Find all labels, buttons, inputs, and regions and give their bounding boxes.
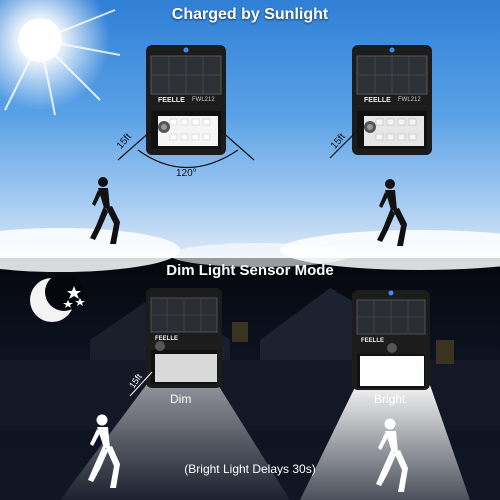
angle-label: 120° xyxy=(176,168,197,179)
cloud-icon xyxy=(0,228,500,272)
solar-lamp-top-right xyxy=(352,45,432,155)
delay-note: (Bright Light Delays 30s) xyxy=(184,462,316,476)
runner-silhouette-icon xyxy=(88,414,120,488)
bright-mode-label: Bright xyxy=(374,392,406,406)
sensor-range-line xyxy=(129,371,153,397)
solar-lamp-bright xyxy=(352,290,430,390)
brand-label: FEELLE xyxy=(361,338,385,344)
sensor-range-lines-right xyxy=(329,129,359,159)
sensor-range-lines-left xyxy=(117,129,255,168)
brand-label: FEELLE xyxy=(158,97,185,104)
moon-icon xyxy=(30,273,83,322)
runner-silhouette-icon xyxy=(377,179,407,246)
brand-label: FEELLE xyxy=(155,336,179,342)
heading-charged-by-sunlight: Charged by Sunlight xyxy=(171,6,329,23)
star-icon xyxy=(63,286,85,308)
solar-lamp-top-left xyxy=(146,45,226,155)
dim-mode-label: Dim xyxy=(170,392,192,406)
runner-silhouette-icon xyxy=(90,177,120,244)
heading-dim-light-sensor-mode: Dim Light Sensor Mode xyxy=(166,262,334,279)
sun-icon xyxy=(0,0,121,116)
model-label: FWL212 xyxy=(398,97,421,103)
brand-label: FEELLE xyxy=(364,97,391,104)
solar-lamp-dim xyxy=(146,288,222,388)
model-label: FWL212 xyxy=(192,97,215,103)
runner-silhouette-icon xyxy=(376,418,408,492)
